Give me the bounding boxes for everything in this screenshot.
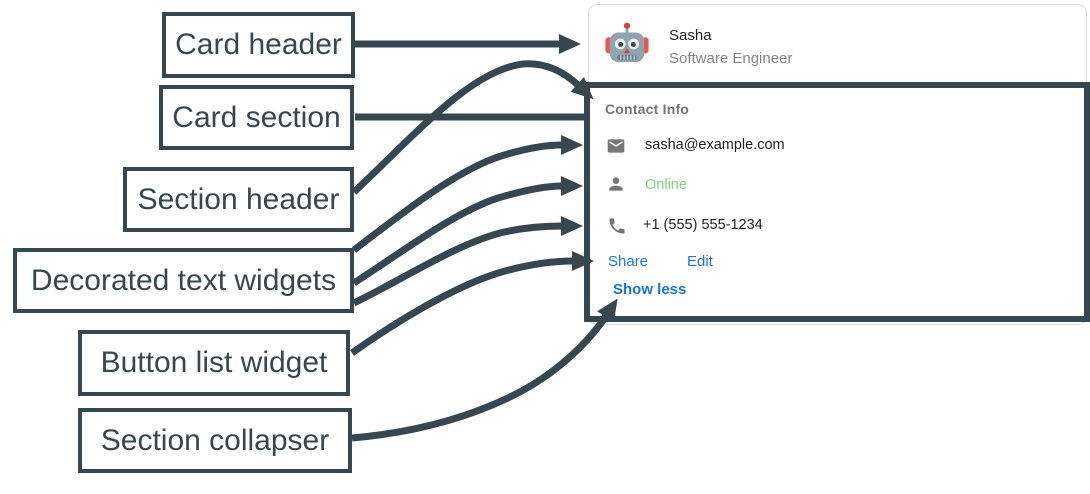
label-decorated-text-widgets: Decorated text widgets — [13, 248, 354, 313]
decorated-text-email: sasha@example.com — [645, 137, 785, 153]
card-header-name: Sasha — [669, 27, 712, 44]
label-card-section: Card section — [159, 85, 354, 150]
decorated-text-phone: +1 (555) 555-1234 — [643, 217, 763, 233]
arrow-decorated-text-1 — [351, 135, 583, 253]
robot-avatar-icon — [605, 22, 649, 63]
person-icon — [609, 177, 623, 191]
label-button-list-widget: Button list widget — [78, 330, 350, 396]
card: Sasha Software Engineer — [588, 4, 1087, 325]
phone-icon — [609, 218, 625, 234]
show-less-button[interactable]: Show less — [613, 281, 687, 298]
section-header-title: Contact Info — [605, 101, 690, 117]
edit-button[interactable]: Edit — [687, 253, 713, 270]
arrow-section-collapser — [351, 298, 618, 442]
arrow-section-header — [351, 60, 594, 195]
share-button[interactable]: Share — [608, 253, 649, 270]
card-header-subtitle: Software Engineer — [669, 50, 793, 67]
email-icon — [607, 139, 625, 153]
label-card-header: Card header — [162, 12, 355, 78]
label-section-collapser: Section collapser — [78, 408, 352, 473]
card-section: Contact Info sasha@example.com Online +1… — [588, 86, 1086, 318]
decorated-text-status: Online — [645, 177, 687, 193]
label-section-header: Section header — [123, 167, 354, 232]
arrow-button-list — [349, 251, 594, 356]
arrow-decorated-text-2 — [352, 176, 583, 286]
arrow-decorated-text-3 — [352, 216, 583, 307]
